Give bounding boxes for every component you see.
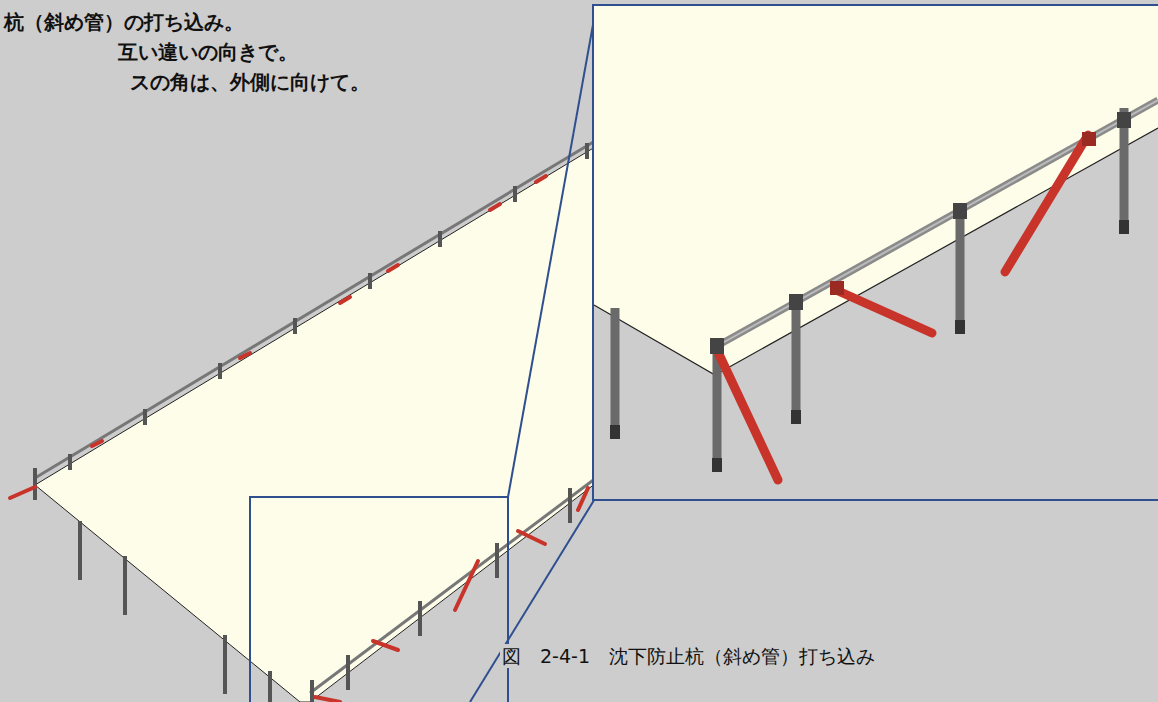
zoom-frame: [250, 497, 508, 702]
post-feet: [610, 220, 1129, 472]
sink-posts: [615, 108, 1124, 468]
instruction-note: スの角は、外側に向けて。: [130, 70, 370, 94]
diagonal-pipes: [717, 135, 1088, 480]
figure-caption: 図 2-4-1 沈下防止杭（斜め管）打ち込み: [500, 644, 877, 668]
inset-floor: [594, 6, 1158, 375]
zoom-leader: [508, 8, 596, 497]
instruction-note: 杭（斜め管）の打ち込み。: [4, 10, 244, 34]
front-posts: [312, 488, 570, 702]
inset-frame: [593, 5, 1158, 500]
platform-floor: [35, 144, 600, 702]
instruction-note: 互い違いの向きで。: [118, 40, 298, 64]
rail-pipe: [35, 138, 600, 478]
clamps: [710, 112, 1131, 354]
rail-pipe: [717, 100, 1158, 346]
back-posts: [35, 143, 587, 500]
diagonal-pipes: [315, 488, 588, 702]
sink-posts: [80, 521, 270, 702]
diagonal-pipes: [10, 176, 546, 498]
floor-edge: [594, 128, 1158, 375]
rail-pipe: [717, 100, 1158, 346]
zoom-leader: [470, 497, 596, 702]
